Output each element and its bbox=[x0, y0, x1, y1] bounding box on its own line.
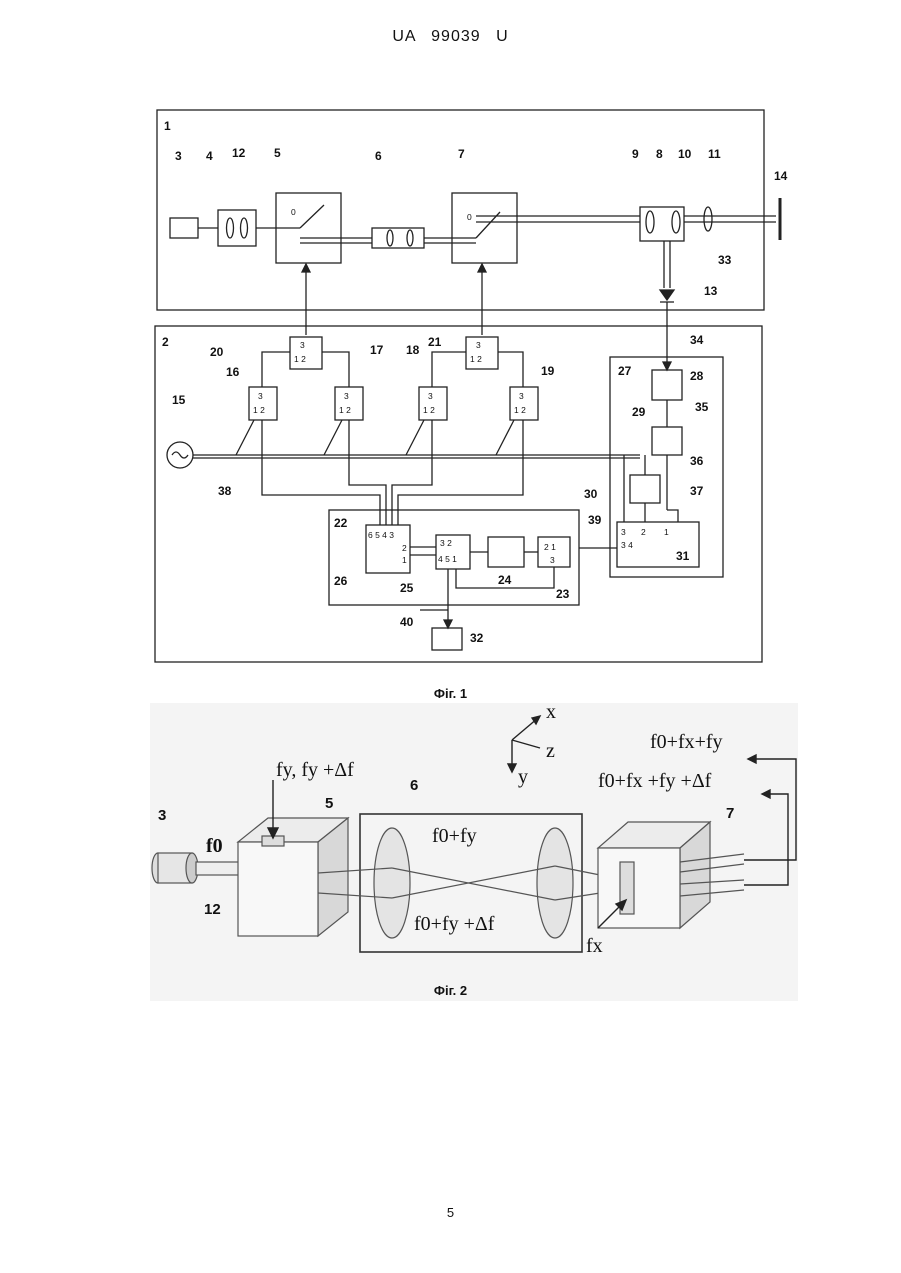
axis-z-label: z bbox=[546, 740, 555, 762]
label-module-7: 7 bbox=[726, 805, 734, 822]
label-source-3: 3 bbox=[158, 807, 166, 824]
formula-mid-upper: f0+fy bbox=[432, 825, 477, 847]
page-number: 5 bbox=[0, 1205, 901, 1220]
formula-top-in: fy, fy +Δf bbox=[276, 759, 354, 781]
label-module-6: 6 bbox=[410, 777, 418, 794]
label-beam-12: 12 bbox=[204, 901, 221, 918]
label-module-5: 5 bbox=[325, 795, 333, 812]
formula-mid-lower: f0+fy +Δf bbox=[414, 913, 495, 935]
figure-2-caption: Фіг. 2 bbox=[0, 983, 901, 998]
label-f0: f0 bbox=[206, 835, 223, 857]
formula-out1: f0+fx+fy bbox=[650, 731, 723, 753]
formula-fx: fx bbox=[586, 935, 603, 957]
formula-out2: f0+fx +fy +Δf bbox=[598, 770, 712, 792]
axis-y-label: y bbox=[518, 766, 528, 788]
axis-x-label: x bbox=[546, 701, 556, 723]
